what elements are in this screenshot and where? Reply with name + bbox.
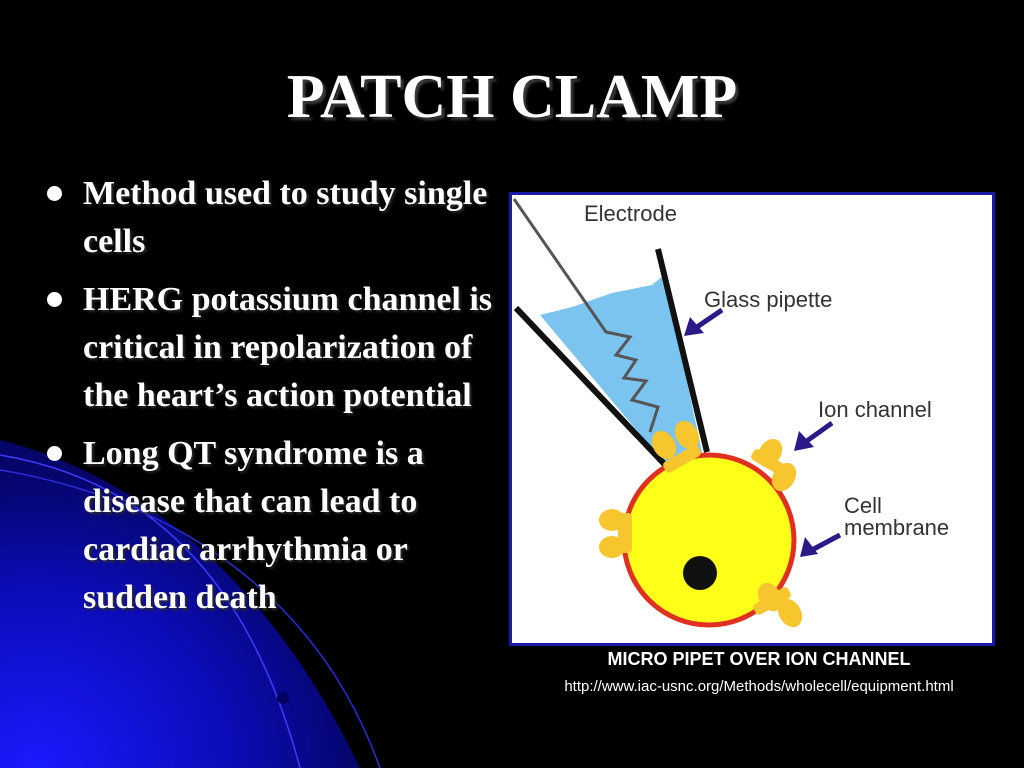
arrow-glass-pipette-icon (684, 307, 724, 336)
pipette-wall-right (655, 248, 710, 453)
bullet-dot-icon (47, 446, 62, 461)
bullet-text: Method used to study single cells (83, 175, 488, 260)
swoosh-dot (277, 692, 289, 704)
ion-channel-icon (599, 509, 632, 558)
bullet-dot-icon (47, 186, 62, 201)
blue-swoosh (0, 440, 360, 768)
bullet-list: Method used to study single cells HERG p… (44, 170, 494, 632)
arrow-cell-membrane-icon (800, 532, 842, 557)
ion-channel-icon (751, 438, 797, 492)
cell-nucleus (683, 556, 717, 590)
label-electrode: Electrode (584, 201, 677, 226)
bullet-item: HERG potassium channel is critical in re… (44, 276, 494, 420)
swoosh-line-1 (0, 454, 301, 768)
slide-title: PATCH CLAMP (286, 63, 738, 131)
label-membrane: membrane (844, 515, 949, 540)
ion-channel-icon (651, 420, 701, 473)
bullet-item: Method used to study single cells (44, 170, 494, 266)
label-cell: Cell (844, 493, 882, 518)
bullet-dot-icon (47, 292, 62, 307)
electrode-wire (512, 198, 660, 433)
pipette-solution (540, 275, 702, 470)
source-link[interactable]: http://www.iac-usnc.org/Methods/wholecel… (564, 678, 954, 695)
figure-caption: MICRO PIPET OVER ION CHANNEL (607, 649, 911, 669)
pipette-wall-left (513, 305, 673, 473)
patch-clamp-diagram: Electrode Glass pipette Ion channel Cell… (509, 192, 995, 646)
label-glass-pipette: Glass pipette (704, 287, 832, 312)
ion-channel-icon (753, 582, 803, 628)
label-ion-channel: Ion channel (818, 397, 932, 422)
bullet-item: Long QT syndrome is a disease that can l… (44, 430, 494, 622)
swoosh-line-2 (0, 469, 381, 768)
bullet-text: Long QT syndrome is a disease that can l… (83, 435, 424, 616)
bullet-text: HERG potassium channel is critical in re… (83, 281, 493, 414)
arrow-ion-channel-icon (794, 420, 834, 451)
